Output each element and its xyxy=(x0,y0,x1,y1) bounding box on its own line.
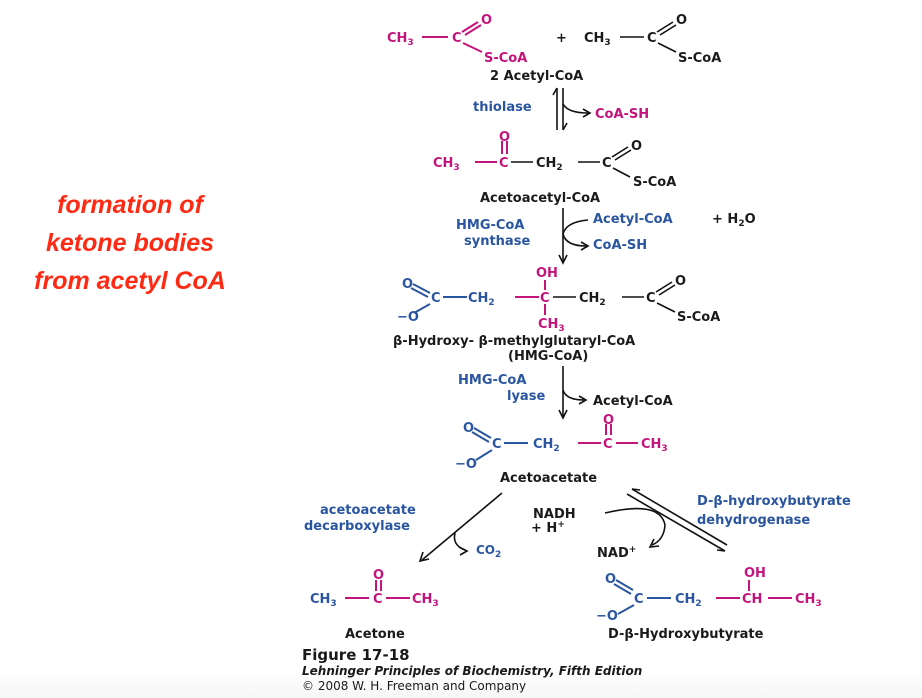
acetyl-coa-molecule-2: CH3 C O S-CoA xyxy=(584,13,721,66)
svg-text:CH: CH xyxy=(742,592,762,607)
compound-label-acetyl-coa: 2 Acetyl-CoA xyxy=(490,69,583,84)
svg-text:O: O xyxy=(675,274,686,289)
enzyme-dehydrogenase-line-2: dehydrogenase xyxy=(697,513,810,528)
acetyl-coa-molecule-1: CH3 C O S-CoA xyxy=(387,13,527,66)
svg-text:C: C xyxy=(540,291,550,306)
forward-arrow-icon xyxy=(418,492,503,563)
svg-text:OH: OH xyxy=(744,566,766,581)
svg-text:S-CoA: S-CoA xyxy=(678,51,721,66)
svg-text:C: C xyxy=(492,437,502,452)
svg-text:C: C xyxy=(646,291,656,306)
svg-text:−O: −O xyxy=(455,457,477,472)
enzyme-hmg-coa-lyase-line-2: lyase xyxy=(507,389,545,404)
product-acetyl-coa: Acetyl-CoA xyxy=(593,394,673,409)
compound-label-hydroxybutyrate: D-β-Hydroxybutyrate xyxy=(608,627,764,642)
plus-sign: + xyxy=(556,31,567,46)
compound-label-hmg-coa-abbr: (HMG-CoA) xyxy=(508,349,588,364)
svg-text:O: O xyxy=(481,13,492,28)
svg-text:C: C xyxy=(499,156,509,171)
substrate-acetyl-coa: Acetyl-CoA xyxy=(593,212,673,227)
svg-text:S-CoA: S-CoA xyxy=(484,51,527,66)
svg-text:C: C xyxy=(452,31,462,46)
reversible-arrow-icon xyxy=(604,488,728,552)
acetoacetyl-coa-molecule: CH3 C O CH2 C O S-CoA xyxy=(433,130,676,190)
compound-label-acetoacetate: Acetoacetate xyxy=(500,471,597,486)
forward-arrow-icon xyxy=(558,366,588,420)
substrate-water: + H2O xyxy=(712,212,756,229)
enzyme-dehydrogenase-line-1: D-β-hydroxybutyrate xyxy=(697,494,851,509)
enzyme-decarboxylase-line-2: decarboxylase xyxy=(304,519,410,534)
svg-text:CH3: CH3 xyxy=(795,592,822,609)
slide-title-line-2: ketone bodies xyxy=(45,229,215,257)
figure-copyright: © 2008 W. H. Freeman and Company xyxy=(302,679,526,693)
svg-text:−O: −O xyxy=(397,310,419,325)
svg-text:CH3: CH3 xyxy=(387,31,414,48)
svg-text:O: O xyxy=(463,421,474,436)
enzyme-thiolase: thiolase xyxy=(473,100,532,115)
enzyme-hmg-coa-lyase-line-1: HMG-CoA xyxy=(458,373,526,388)
product-coash-1: CoA-SH xyxy=(595,107,649,122)
cofactor-nad: NAD+ xyxy=(597,545,636,561)
cofactor-hplus: + H+ xyxy=(531,520,565,536)
figure-source-book: Lehninger Principles of Biochemistry, Fi… xyxy=(302,664,642,678)
enzyme-hmg-coa-synthase-line-2: synthase xyxy=(464,234,530,249)
cofactor-nadh: NADH xyxy=(533,507,576,522)
svg-text:CH3: CH3 xyxy=(433,156,460,173)
svg-text:CH2: CH2 xyxy=(536,156,563,173)
enzyme-hmg-coa-synthase-line-1: HMG-CoA xyxy=(456,218,524,233)
product-co2: CO2 xyxy=(476,543,501,560)
acetone-molecule: CH3 C O CH3 xyxy=(310,568,439,609)
svg-text:O: O xyxy=(373,568,384,583)
svg-text:CH2: CH2 xyxy=(675,592,702,609)
svg-text:O: O xyxy=(676,13,687,28)
svg-text:CH2: CH2 xyxy=(579,291,606,308)
svg-text:CH2: CH2 xyxy=(468,291,495,308)
svg-text:S-CoA: S-CoA xyxy=(633,175,676,190)
reversible-arrow-icon xyxy=(552,87,592,131)
forward-arrow-icon xyxy=(558,208,590,265)
compound-label-hmg-coa: β-Hydroxy- β-methylglutaryl-CoA xyxy=(393,334,635,349)
svg-text:C: C xyxy=(647,31,657,46)
svg-text:O: O xyxy=(402,277,413,292)
svg-text:O: O xyxy=(499,130,510,145)
acetoacetate-molecule: O C −O CH2 C O CH3 xyxy=(455,413,668,472)
compound-label-acetone: Acetone xyxy=(345,627,405,642)
svg-text:O: O xyxy=(631,139,642,154)
hydroxybutyrate-molecule: O C −O CH2 CH OH CH3 xyxy=(596,566,822,624)
svg-text:CH3: CH3 xyxy=(584,31,611,48)
svg-text:−O: −O xyxy=(596,609,618,624)
slide-title-line-3: from acetyl CoA xyxy=(34,267,226,295)
slide-title-line-1: formation of xyxy=(57,191,203,219)
figure-number: Figure 17-18 xyxy=(302,646,410,664)
svg-text:O: O xyxy=(603,413,614,428)
svg-text:CH2: CH2 xyxy=(533,437,560,454)
svg-text:C: C xyxy=(603,437,613,452)
svg-text:OH: OH xyxy=(536,266,558,281)
enzyme-decarboxylase-line-1: acetoacetate xyxy=(320,503,416,518)
svg-text:C: C xyxy=(634,592,644,607)
slide-title: formation of ketone bodies from acetyl C… xyxy=(0,186,260,300)
svg-text:S-CoA: S-CoA xyxy=(677,310,720,325)
svg-text:CH3: CH3 xyxy=(412,592,439,609)
hmg-coa-molecule: O C −O CH2 C OH CH3 CH2 C O S-CoA xyxy=(397,266,720,334)
product-coash-2: CoA-SH xyxy=(593,238,647,253)
svg-text:CH3: CH3 xyxy=(641,437,668,454)
svg-text:C: C xyxy=(602,156,612,171)
svg-text:CH3: CH3 xyxy=(538,317,565,334)
svg-text:C: C xyxy=(373,592,383,607)
svg-text:CH3: CH3 xyxy=(310,592,337,609)
svg-text:O: O xyxy=(605,572,616,587)
compound-label-acetoacetyl-coa: Acetoacetyl-CoA xyxy=(480,191,600,206)
svg-text:C: C xyxy=(431,291,441,306)
